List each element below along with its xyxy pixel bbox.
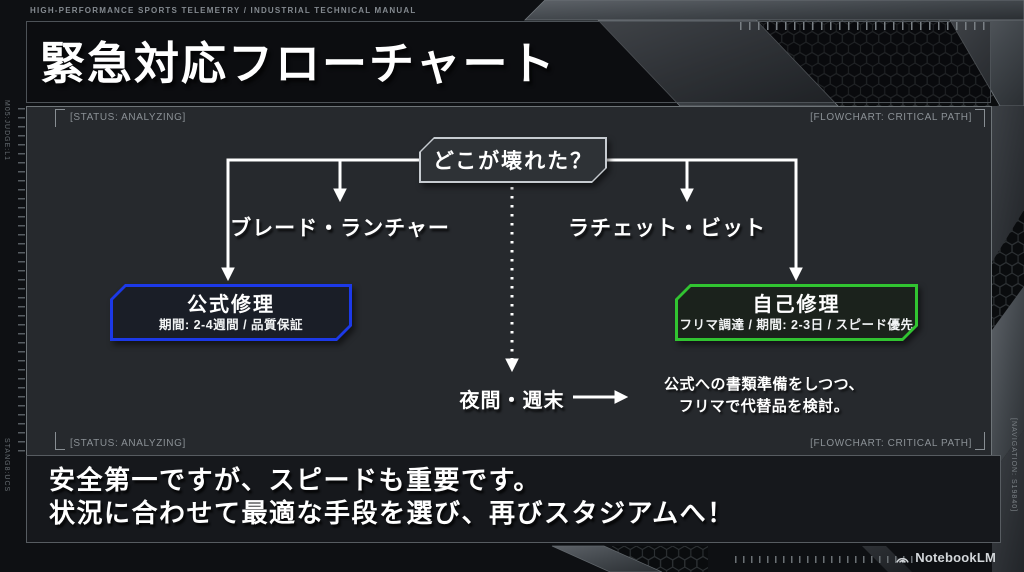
branch-label-blade-launcher: ブレード・ランチャー [230, 217, 450, 240]
official-repair-node: 公式修理 期間: 2-4週間 / 品質保証 [110, 284, 352, 341]
root-node-face: どこが壊れた？ [421, 139, 605, 181]
self-repair-title: 自己修理 [752, 293, 841, 316]
timing-note-line1: 公式への書類準備をしつつ、 [663, 376, 864, 393]
root-question-text: どこが壊れた？ [432, 150, 594, 173]
corner-bracket-top-left [55, 109, 65, 127]
summary-band: 安全第一ですが、スピードも重要です。 状況に合わせて最適な手段を選び、再びスタジ… [26, 455, 1001, 543]
status-label-bottom-right: [FLOWCHART: CRITICAL PATH] [810, 438, 972, 449]
self-repair-node: 自己修理 フリマ調達 / 期間: 2-3日 / スピード優先 [675, 284, 918, 341]
page-title: 緊急対応フローチャート [40, 38, 557, 89]
timing-label-night-weekend: 夜間・週末 [459, 390, 565, 412]
official-repair-title: 公式修理 [187, 293, 275, 316]
self-repair-subtitle: フリマ調達 / 期間: 2-3日 / スピード優先 [679, 317, 914, 332]
notebooklm-brand: NotebookLM [895, 550, 996, 565]
official-repair-subtitle: 期間: 2-4週間 / 品質保証 [158, 317, 304, 332]
top-tick-ruler [740, 22, 992, 30]
edge-label-left-top: M05:JUDGE:L1 [3, 100, 10, 162]
corner-bracket-top-right [975, 109, 985, 127]
timing-note-line2: フリマで代替品を検討。 [678, 397, 850, 415]
summary-line2: 状況に合わせて最適な手段を選び、再びスタジアムへ！ [49, 498, 735, 528]
summary-line1: 安全第一ですが、スピードも重要です。 [49, 465, 541, 495]
brand-text: NotebookLM [915, 550, 996, 565]
title-panel [26, 21, 991, 103]
status-label-top-left: [STATUS: ANALYZING] [70, 112, 186, 123]
official-repair-face: 公式修理 期間: 2-4週間 / 品質保証 [113, 287, 349, 338]
edge-label-left-bottom: STANG8:UCS [3, 438, 10, 493]
corner-bracket-bottom-right [975, 432, 985, 450]
timing-note: 公式への書類準備をしつつ、 フリマで代替品を検討。 [634, 374, 894, 417]
corner-bracket-bottom-left [55, 432, 65, 450]
notebooklm-logo-icon [896, 557, 909, 563]
edge-label-right-bottom: [NAVIGATION: S19840] [1010, 418, 1017, 513]
left-tick-ruler [18, 108, 25, 454]
branch-label-ratchet-bit: ラチェット・ビット [568, 217, 766, 240]
flowchart-root-node: どこが壊れた？ [419, 137, 607, 183]
bottom-tick-ruler [735, 556, 916, 563]
self-repair-face: 自己修理 フリマ調達 / 期間: 2-3日 / スピード優先 [678, 287, 915, 338]
status-label-top-right: [FLOWCHART: CRITICAL PATH] [810, 112, 972, 123]
document-type-label: HIGH-PERFORMANCE SPORTS TELEMETRY / INDU… [30, 6, 417, 15]
status-label-bottom-left: [STATUS: ANALYZING] [70, 438, 186, 449]
